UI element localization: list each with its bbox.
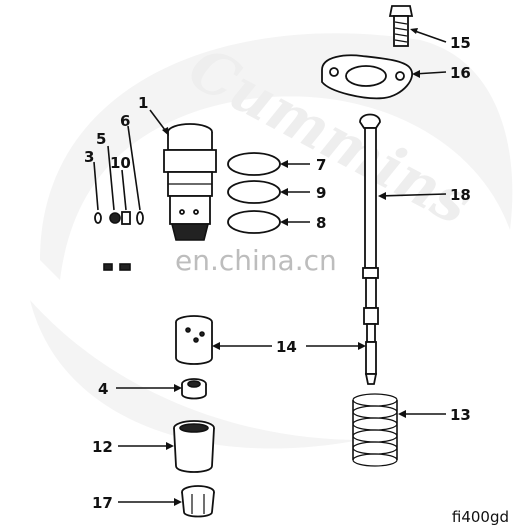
- label-10: 10: [110, 154, 131, 172]
- part-4-nut: [181, 378, 207, 400]
- label-5: 5: [96, 130, 106, 148]
- part-14-coupling: [175, 315, 213, 365]
- label-12: 12: [92, 438, 113, 456]
- part-7-o-ring: [227, 152, 281, 176]
- label-17: 17: [92, 494, 113, 512]
- label-4: 4: [98, 380, 108, 398]
- part-13-spring: [352, 393, 398, 467]
- label-7: 7: [316, 156, 326, 174]
- partial-detail-marks: [103, 263, 131, 271]
- part-9-o-ring: [227, 180, 281, 204]
- label-18: 18: [450, 186, 471, 204]
- part-16-flange: [321, 54, 413, 100]
- part-17-retainer: [181, 485, 215, 518]
- label-1: 1: [138, 94, 148, 112]
- label-3: 3: [84, 148, 94, 166]
- part-10-sleeve: [121, 211, 131, 225]
- part-1-injector-body: [163, 123, 217, 241]
- leader-lines: [93, 28, 447, 506]
- part-3-ring: [94, 212, 102, 224]
- label-15: 15: [450, 34, 471, 52]
- watermark-site: en.china.cn: [175, 244, 337, 277]
- part-8-o-ring: [227, 210, 281, 234]
- label-6: 6: [120, 112, 130, 130]
- part-12-sleeve: [173, 420, 215, 473]
- figure-code: fi400gd: [451, 508, 509, 526]
- label-16: 16: [450, 64, 471, 82]
- part-15-bolt: [388, 5, 414, 47]
- label-13: 13: [450, 406, 471, 424]
- callout-numbers: 15 16 1 6 5 3 10 7 9 8 18 14 4 13 12 17: [84, 34, 471, 512]
- part-6-ring: [136, 211, 144, 225]
- part-18-plunger: [359, 113, 381, 385]
- label-14: 14: [276, 338, 297, 356]
- label-8: 8: [316, 214, 326, 232]
- part-5-ball: [109, 212, 121, 224]
- label-9: 9: [316, 184, 326, 202]
